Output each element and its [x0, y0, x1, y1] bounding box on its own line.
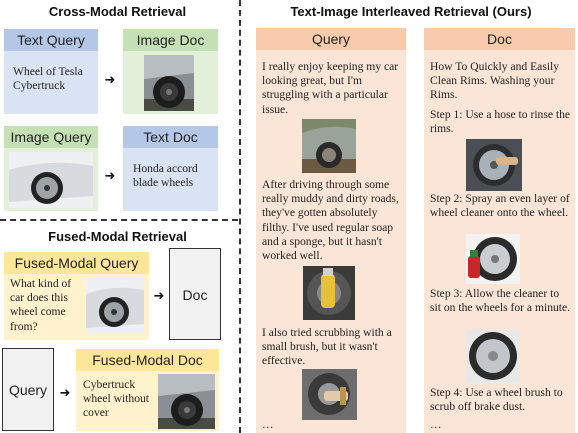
fused-query-header: Fused-Modal Query [4, 252, 149, 274]
query-paragraph-1: I really enjoy keeping my car looking gr… [262, 60, 399, 116]
interleaved-title: Text-Image Interleaved Retrieval (Ours) [290, 4, 532, 19]
query-box: Query [2, 348, 54, 431]
interleaved-query-header: Query [256, 28, 406, 50]
right-arrow-icon: ➜ [104, 73, 116, 88]
fused-query-text: What kind of car does this wheel come fr… [10, 277, 72, 333]
section-divider-horizontal [0, 219, 238, 221]
right-arrow-icon: ➜ [153, 289, 165, 304]
right-arrow-icon: ➜ [59, 386, 71, 401]
text-query-header: Text Query [4, 29, 98, 51]
doc-step-3: Step 3: Allow the cleaner to sit on the … [430, 287, 571, 315]
section-divider-vertical [239, 0, 241, 433]
fused-doc-header: Fused-Modal Doc [76, 349, 219, 371]
doc-box: Doc [169, 248, 221, 340]
fused-modal-title: Fused-Modal Retrieval [48, 229, 187, 244]
cybertruck-wheel-image [158, 374, 215, 429]
cleaning-spray-image [303, 266, 355, 320]
interleaved-doc-header: Doc [424, 28, 575, 50]
muddy-car-image [302, 119, 356, 173]
text-doc-body: Honda accord blade wheels [123, 148, 218, 211]
doc-ellipsis: … [430, 418, 442, 431]
text-query-body: Wheel of Tesla Cybertruck [4, 51, 98, 114]
query-ellipsis: … [262, 418, 274, 431]
text-doc-header: Text Doc [123, 126, 218, 148]
hose-rinse-image [466, 139, 522, 191]
doc-step-2: Step 2: Spray an even layer of wheel cle… [430, 192, 570, 220]
image-doc-header: Image Doc [123, 29, 218, 51]
image-query-header: Image Query [4, 126, 98, 148]
query-paragraph-2: After driving through some really muddy … [262, 178, 399, 263]
doc-step-4: Step 4: Use a wheel brush to scrub off b… [430, 386, 563, 414]
query-paragraph-3: I also tried scrubbing with a small brus… [262, 326, 392, 368]
doc-step-1: Step 1: Use a hose to rinse the rims. [430, 108, 571, 136]
right-arrow-icon: ➜ [104, 169, 116, 184]
wheel-cleaner-spray-image [466, 234, 520, 284]
fused-doc-text: Cybertruck wheel without cover [83, 378, 150, 420]
cybertruck-wheel-image [144, 55, 194, 111]
cross-modal-title: Cross-Modal Retrieval [48, 4, 187, 19]
brush-scrubbing-image [302, 369, 357, 420]
honda-wheel-image [9, 152, 93, 208]
doc-title: How To Quickly and Easily Clean Rims. Wa… [430, 60, 560, 102]
wheel-image [466, 330, 520, 383]
honda-wheel-image [86, 278, 144, 334]
